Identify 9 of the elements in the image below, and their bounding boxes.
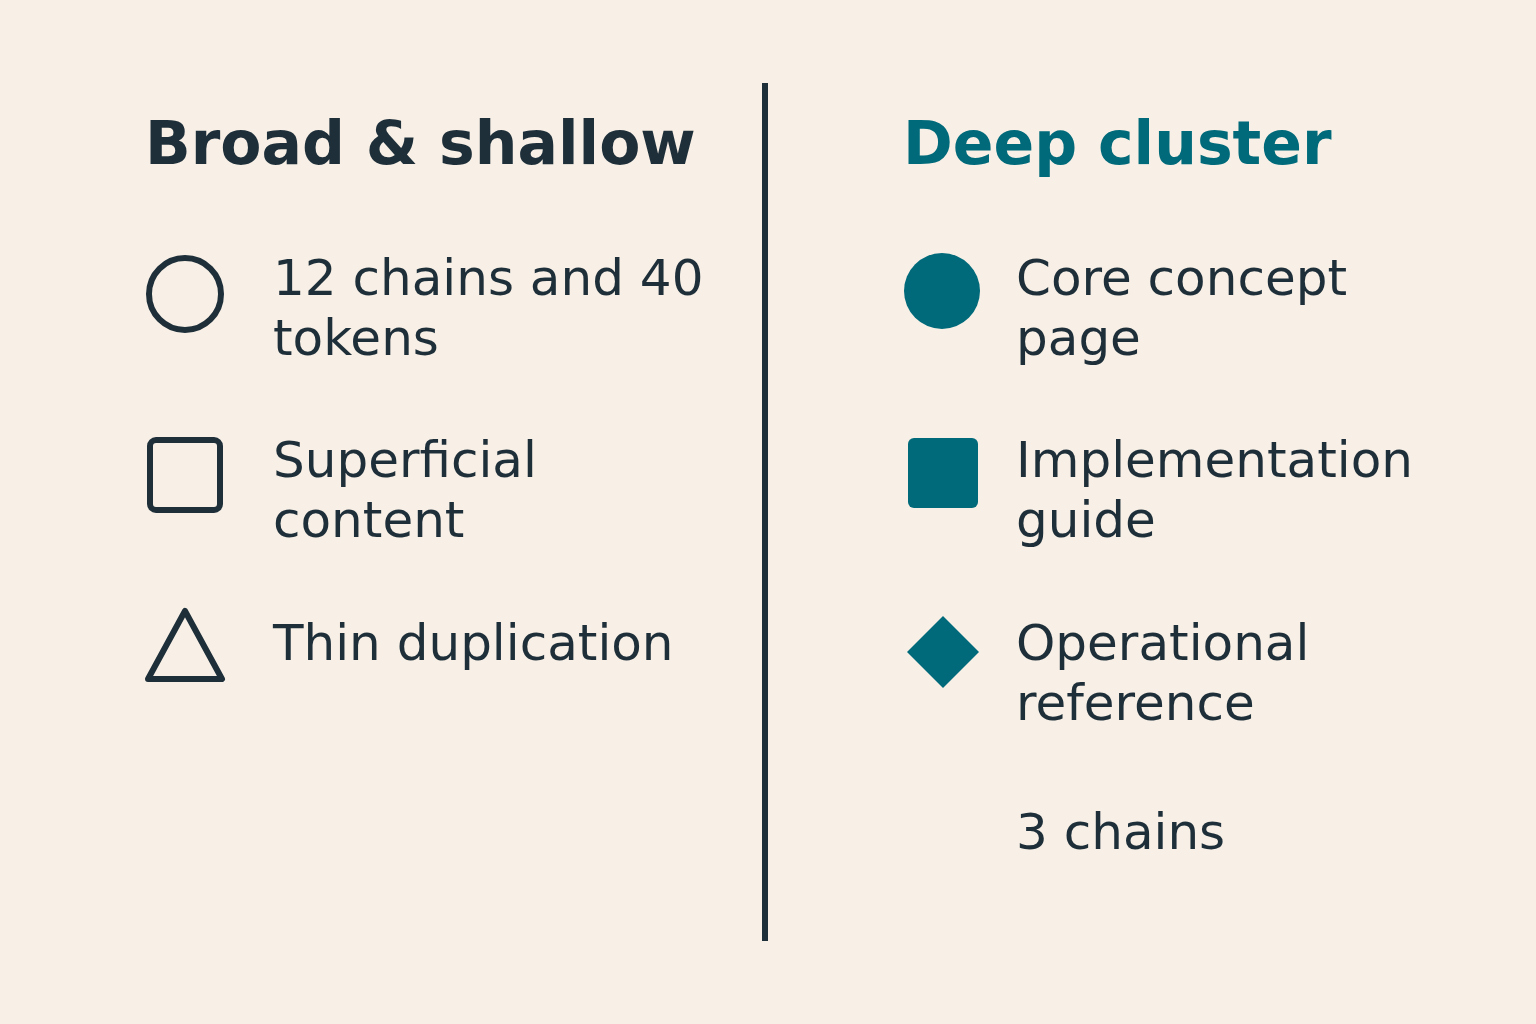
- legend-label: Superficial content: [273, 430, 538, 550]
- legend-label: Core concept page: [1016, 248, 1348, 368]
- legend-label: Operational reference: [1016, 613, 1311, 733]
- legend-label: 12 chains and 40 tokens: [273, 248, 705, 368]
- column-heading: Deep cluster: [903, 108, 1332, 178]
- legend-label: Implementation guide: [1016, 430, 1415, 550]
- column-heading: Broad & shallow: [145, 108, 696, 178]
- legend-label: Thin duplication: [273, 613, 675, 673]
- note-text: 3 chains: [1016, 802, 1227, 862]
